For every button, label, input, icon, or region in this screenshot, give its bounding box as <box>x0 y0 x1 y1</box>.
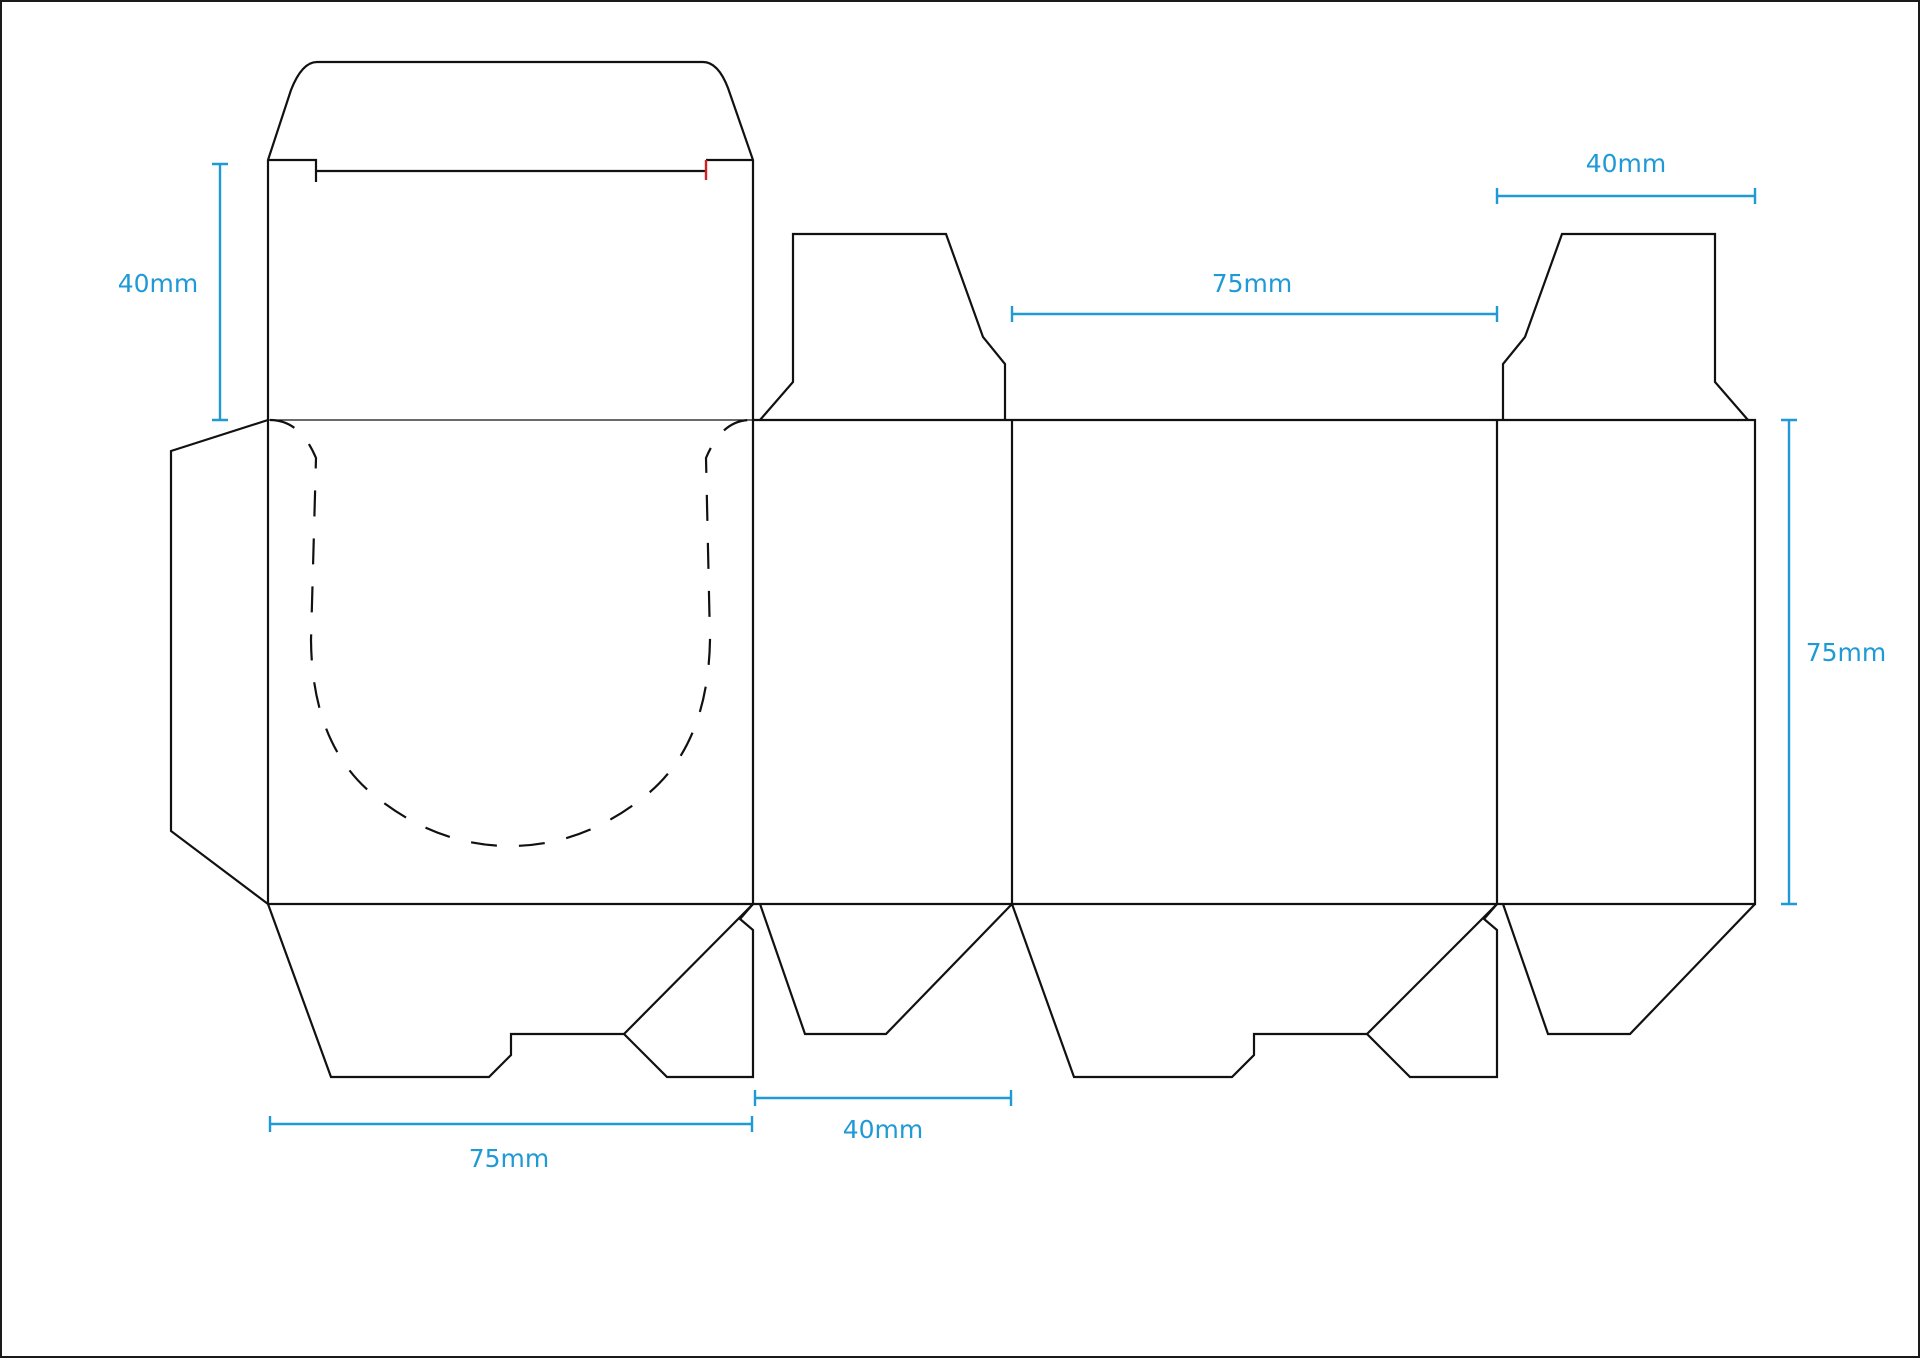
bottom-flap-side-left <box>758 903 1013 1036</box>
bottom-flap-back-diagonal <box>1366 903 1498 1035</box>
tuck-flap-outline <box>266 60 755 420</box>
panel-strip-outline <box>753 418 1757 906</box>
dim-label-top-right-tab-width: 40mm <box>1586 149 1667 178</box>
front-panel-outline <box>266 420 755 906</box>
dim-label-bottom-side-width: 40mm <box>843 1115 924 1144</box>
dim-top-right-tab-width: 40mm <box>1495 149 1757 204</box>
top-dust-flap-right <box>1501 232 1749 421</box>
dieline <box>169 60 1757 1079</box>
dim-label-top-flap-height: 40mm <box>118 269 199 298</box>
dim-top-flap-height: 40mm <box>118 162 228 422</box>
glue-flap <box>169 418 269 905</box>
dim-bottom-front-width: 75mm <box>268 1116 754 1173</box>
dim-bottom-side-width: 40mm <box>753 1090 1013 1144</box>
bottom-flap-front <box>266 903 755 1079</box>
dim-back-panel-width: 75mm <box>1010 269 1499 322</box>
dim-label-back-panel-width: 75mm <box>1212 269 1293 298</box>
dim-label-bottom-front-width: 75mm <box>469 1144 550 1173</box>
dim-label-panel-height: 75mm <box>1806 638 1887 667</box>
bottom-flap-back <box>1010 903 1499 1079</box>
top-tuck-flap <box>266 60 755 420</box>
dim-panel-height: 75mm <box>1781 418 1887 906</box>
bottom-flap-front-diagonal <box>623 903 754 1035</box>
window-perforation <box>269 418 751 848</box>
dimensions: 40mm 40mm 75mm 75mm 75mm 40mm <box>118 149 1887 1173</box>
top-dust-flap-left <box>759 232 1007 421</box>
bottom-flap-side-right <box>1501 903 1756 1036</box>
main-panels <box>266 418 1757 906</box>
tuck-flap-slot <box>268 158 753 182</box>
